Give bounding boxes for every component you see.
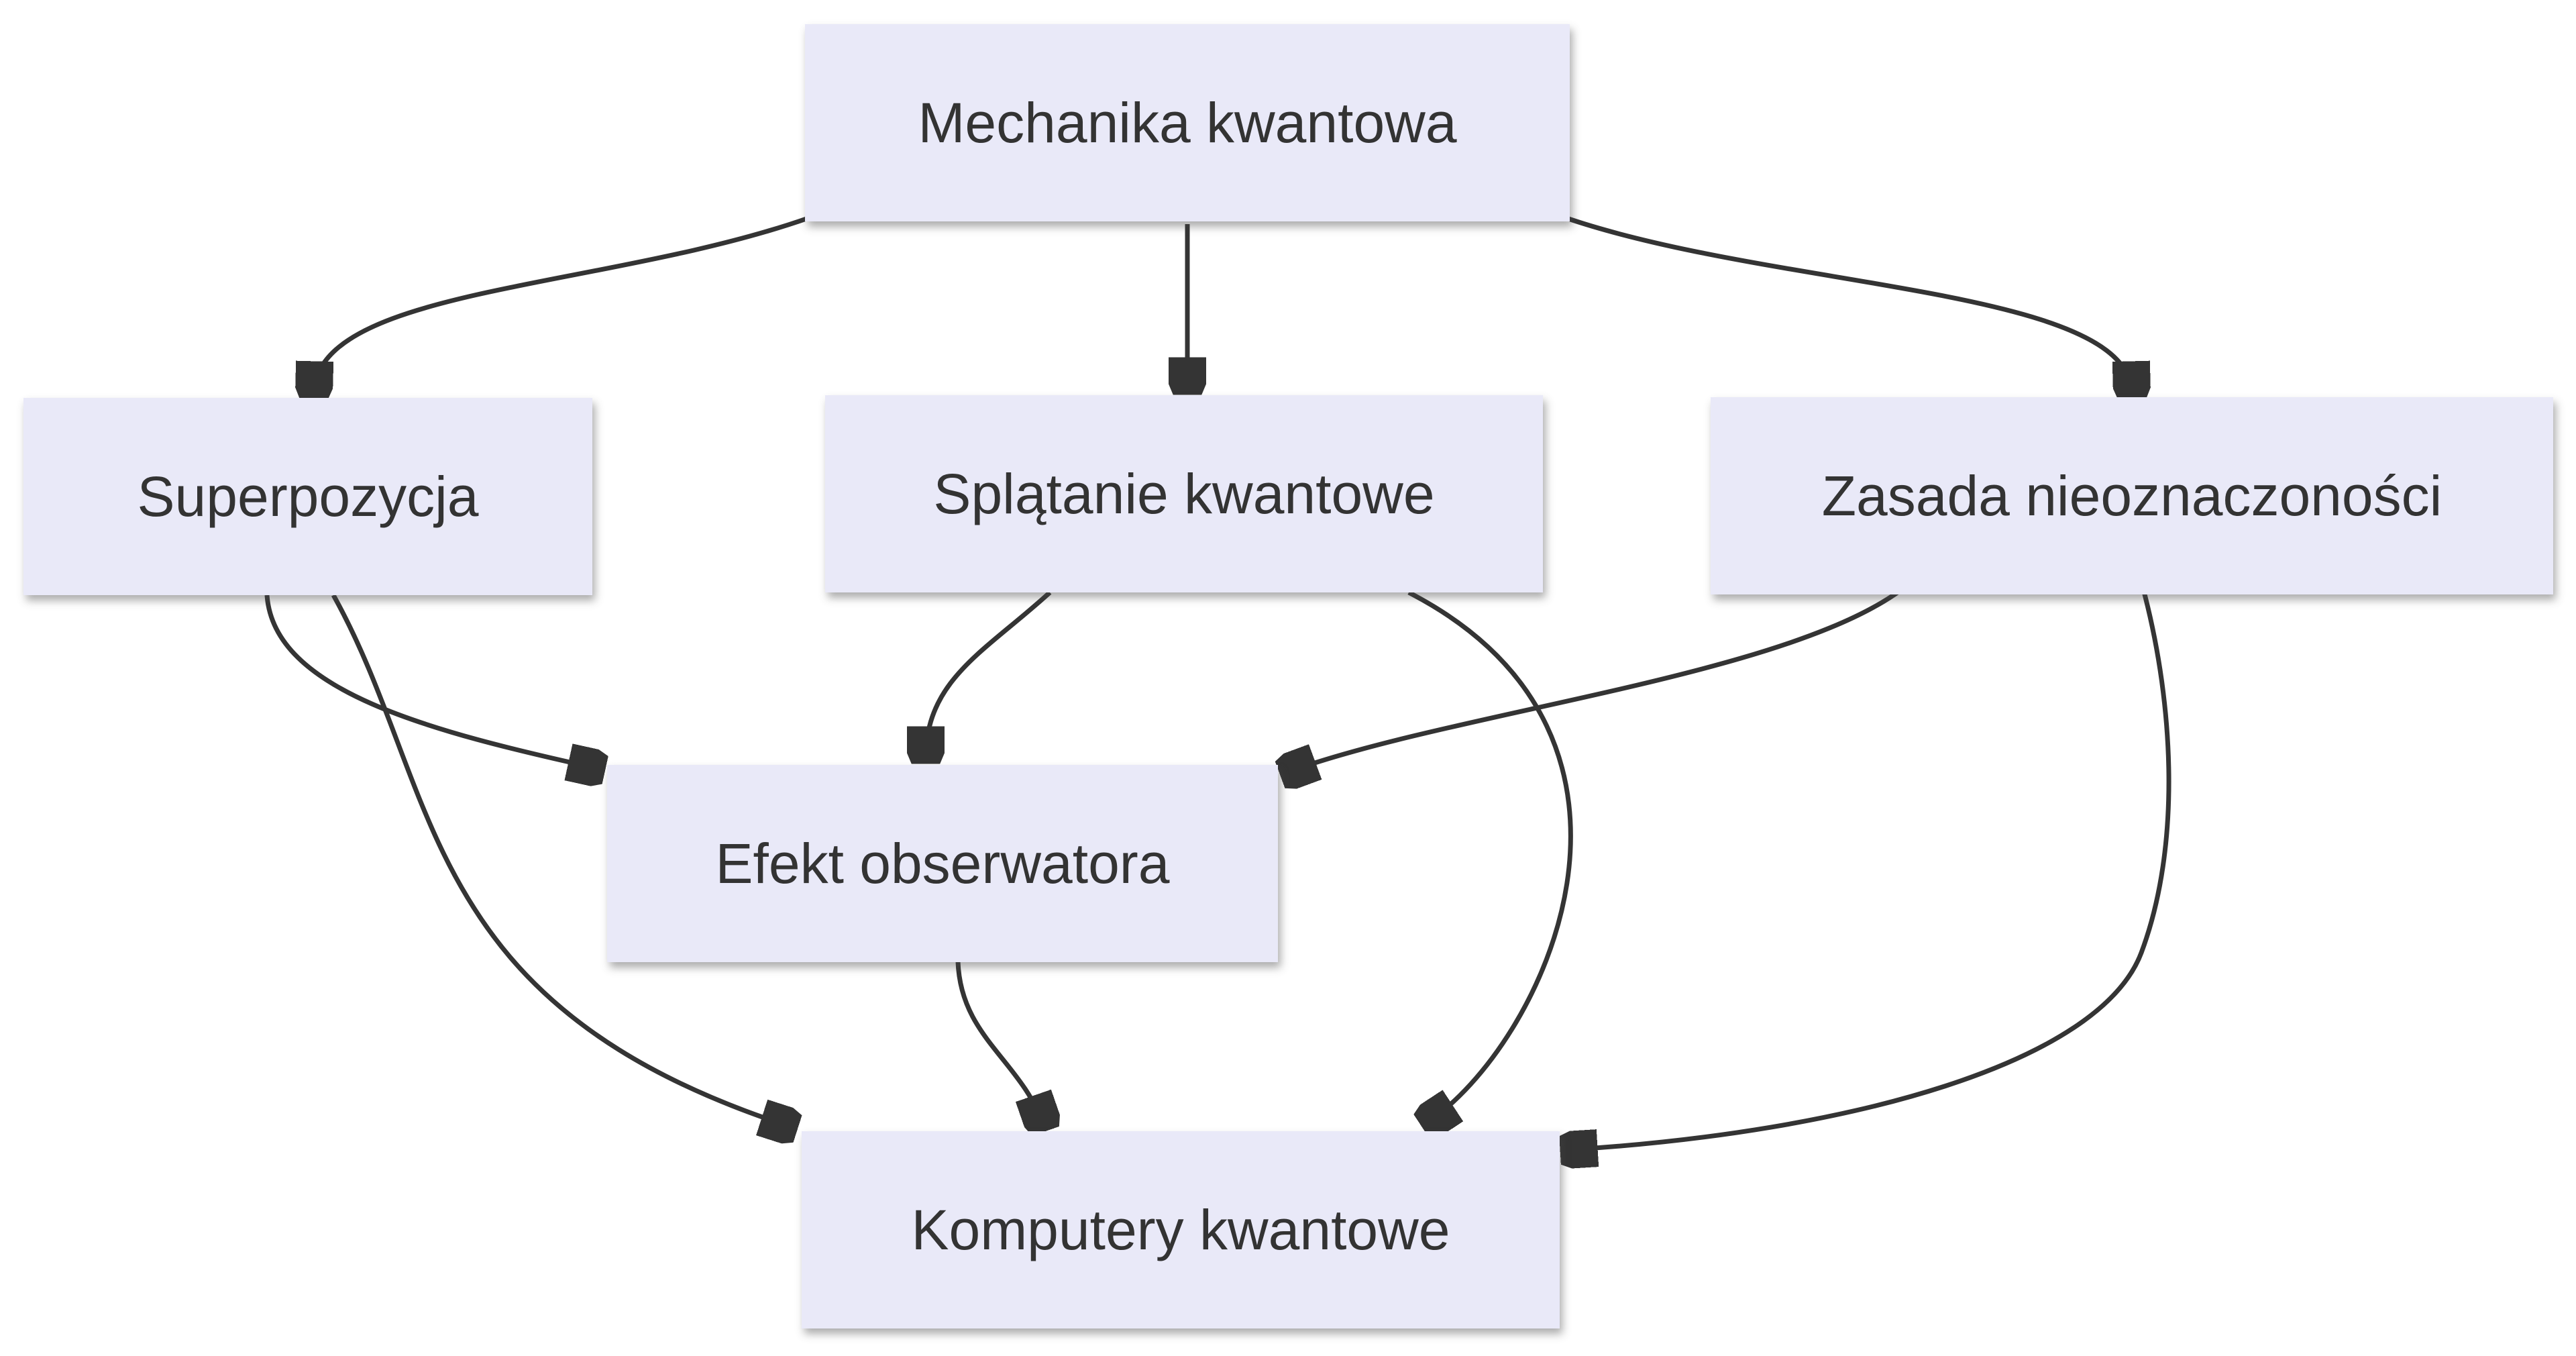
node-label: Zasada nieoznaczoności [1821,464,2443,527]
node-superpozycja: Superpozycja [23,398,592,595]
edge-splatanie-komputery [1407,590,1573,1123]
edge-mechanika-zasada [1565,215,2132,393]
edge-superpozycja-efekt [264,594,600,769]
edge-efekt-komputery [955,961,1044,1126]
node-label: Efekt obserwatora [715,831,1170,895]
node-label: Splątanie kwantowe [933,462,1435,525]
edge-superpozycja-komputery [331,594,792,1127]
node-efekt-obserwatora: Efekt obserwatora [607,765,1278,962]
node-label: Superpozycja [137,464,479,528]
edge-splatanie-efekt [926,590,1052,758]
edge-mechanika-superpozycja [314,215,810,393]
node-mechanika-kwantowa: Mechanika kwantowa [805,24,1570,221]
node-komputery-kwantowe: Komputery kwantowe [802,1131,1560,1328]
edge-zasada-efekt [1285,590,1900,773]
node-zasada-nieoznaczonosci: Zasada nieoznaczoności [1711,397,2553,594]
node-label: Mechanika kwantowa [918,91,1457,154]
node-splatanie-kwantowe: Splątanie kwantowe [825,395,1543,592]
node-label: Komputery kwantowe [911,1198,1450,1261]
edge-zasada-komputery [1566,591,2171,1150]
